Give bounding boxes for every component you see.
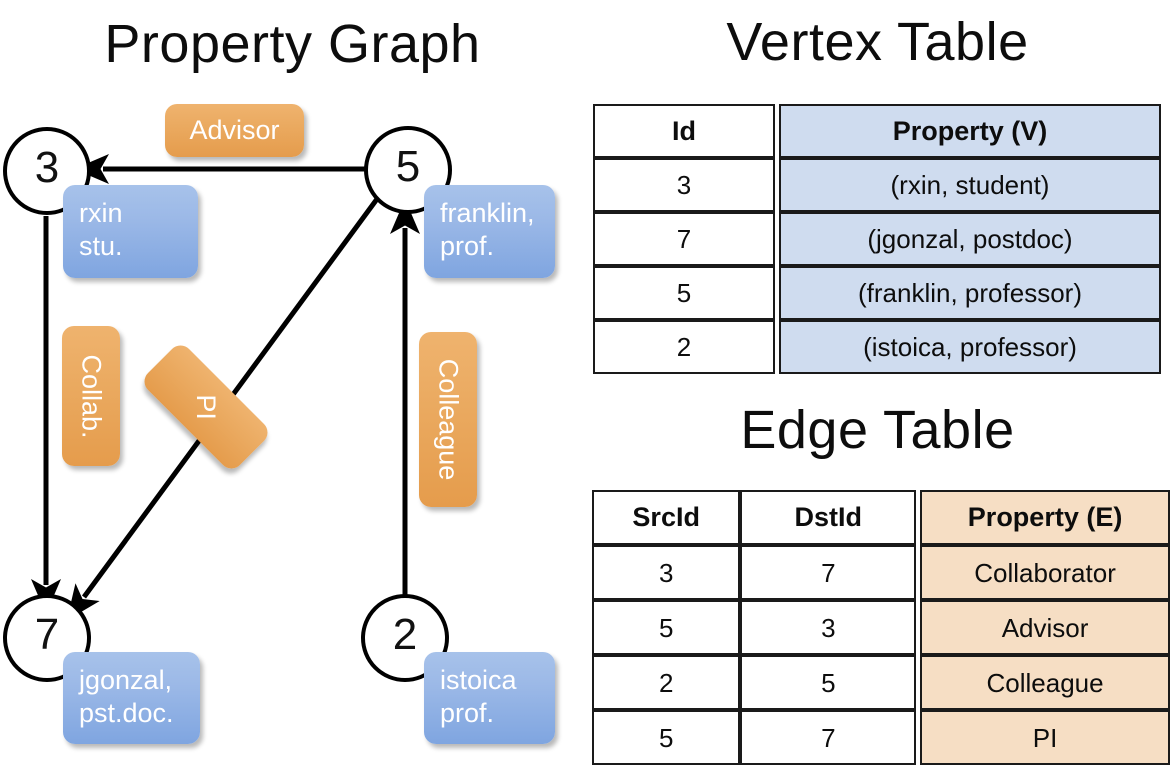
table-row[interactable]: 5 7 PI [592, 710, 1170, 765]
page-title-vertex-table: Vertex Table [726, 12, 1029, 72]
edge-table-cell-property: Colleague [920, 655, 1170, 710]
edge-label-advisor-text: Advisor [189, 115, 280, 145]
edge-table-cell-dstid: 7 [740, 545, 917, 600]
table-row[interactable]: 2 (istoica, professor) [593, 320, 1161, 374]
page-title-edge-table: Edge Table [740, 400, 1015, 460]
vertex-property-jgonzal-line1: jgonzal, [79, 665, 173, 695]
edge-table-cell-srcid: 3 [592, 545, 741, 600]
table-header-row: Id Property (V) [593, 104, 1161, 158]
edge-table-cell-property: PI [920, 710, 1170, 765]
edge-table-cell-dstid: 3 [740, 600, 917, 655]
edge-table-cell-dstid: 7 [740, 710, 917, 765]
edge-label-bubble-collab: Collab. [62, 326, 120, 466]
table-row[interactable]: 5 3 Advisor [592, 600, 1170, 655]
vertex-table-cell-property: (rxin, student) [779, 158, 1161, 212]
table-row[interactable]: 3 7 Collaborator [592, 545, 1170, 600]
vertex-table: Id Property (V) 3 (rxin, student) 7 (jgo… [593, 104, 1161, 374]
table-row[interactable]: 7 (jgonzal, postdoc) [593, 212, 1161, 266]
edge-label-collab-text: Collab. [76, 353, 107, 439]
vertex-property-bubble-istoica: istoica prof. [424, 652, 555, 744]
table-row[interactable]: 5 (franklin, professor) [593, 266, 1161, 320]
edge-table-cell-dstid: 5 [740, 655, 917, 710]
vertex-table-cell-property: (franklin, professor) [779, 266, 1161, 320]
vertex-property-jgonzal-line2: pst.doc. [79, 698, 174, 728]
edge-table-cell-srcid: 5 [592, 600, 741, 655]
edge-table-cell-property: Advisor [920, 600, 1170, 655]
vertex-property-istoica-line1: istoica [440, 665, 517, 695]
vertex-table-cell-id: 5 [593, 266, 775, 320]
edge-table-cell-srcid: 2 [592, 655, 741, 710]
vertex-property-rxin-line1: rxin [79, 198, 123, 228]
graph-node-3-label: 3 [34, 143, 60, 192]
vertex-property-rxin-line2: stu. [79, 231, 123, 261]
vertex-property-franklin-line1: franklin, [440, 198, 535, 228]
vertex-property-bubble-jgonzal: jgonzal, pst.doc. [63, 652, 200, 744]
page-title-property-graph: Property Graph [104, 14, 481, 74]
graph-node-2[interactable]: 2 [361, 594, 449, 682]
edge-table-header-dstid: DstId [740, 490, 917, 545]
vertex-table-header-id: Id [593, 104, 775, 158]
vertex-property-bubble-rxin: rxin stu. [63, 185, 198, 278]
edge-label-bubble-advisor: Advisor [165, 104, 304, 157]
table-header-row: SrcId DstId Property (E) [592, 490, 1170, 545]
vertex-property-franklin-line2: prof. [440, 231, 495, 261]
edge-table-cell-srcid: 5 [592, 710, 741, 765]
graph-node-2-label: 2 [392, 610, 418, 659]
vertex-table-cell-id: 2 [593, 320, 775, 374]
property-graph-diagram: 3 5 7 2 rxin stu. franklin, prof. jgonza… [0, 0, 585, 760]
vertex-table-cell-id: 7 [593, 212, 775, 266]
edge-label-colleague-text: Colleague [433, 358, 464, 481]
edge-label-pi-text: PI [191, 394, 222, 420]
vertex-property-bubble-franklin: franklin, prof. [424, 185, 555, 278]
vertex-table-cell-property: (istoica, professor) [779, 320, 1161, 374]
edge-table-cell-property: Collaborator [920, 545, 1170, 600]
vertex-table-cell-property: (jgonzal, postdoc) [779, 212, 1161, 266]
edge-table: SrcId DstId Property (E) 3 7 Collaborato… [592, 490, 1170, 765]
edge-table-header-srcid: SrcId [592, 490, 741, 545]
table-row[interactable]: 3 (rxin, student) [593, 158, 1161, 212]
vertex-table-cell-id: 3 [593, 158, 775, 212]
graph-node-5-label: 5 [395, 142, 421, 191]
edge-table-header-property: Property (E) [920, 490, 1170, 545]
vertex-table-header-property: Property (V) [779, 104, 1161, 158]
vertex-property-istoica-line2: prof. [440, 698, 495, 728]
table-row[interactable]: 2 5 Colleague [592, 655, 1170, 710]
graph-node-7-label: 7 [34, 610, 60, 659]
edge-label-bubble-colleague: Colleague [419, 332, 477, 507]
